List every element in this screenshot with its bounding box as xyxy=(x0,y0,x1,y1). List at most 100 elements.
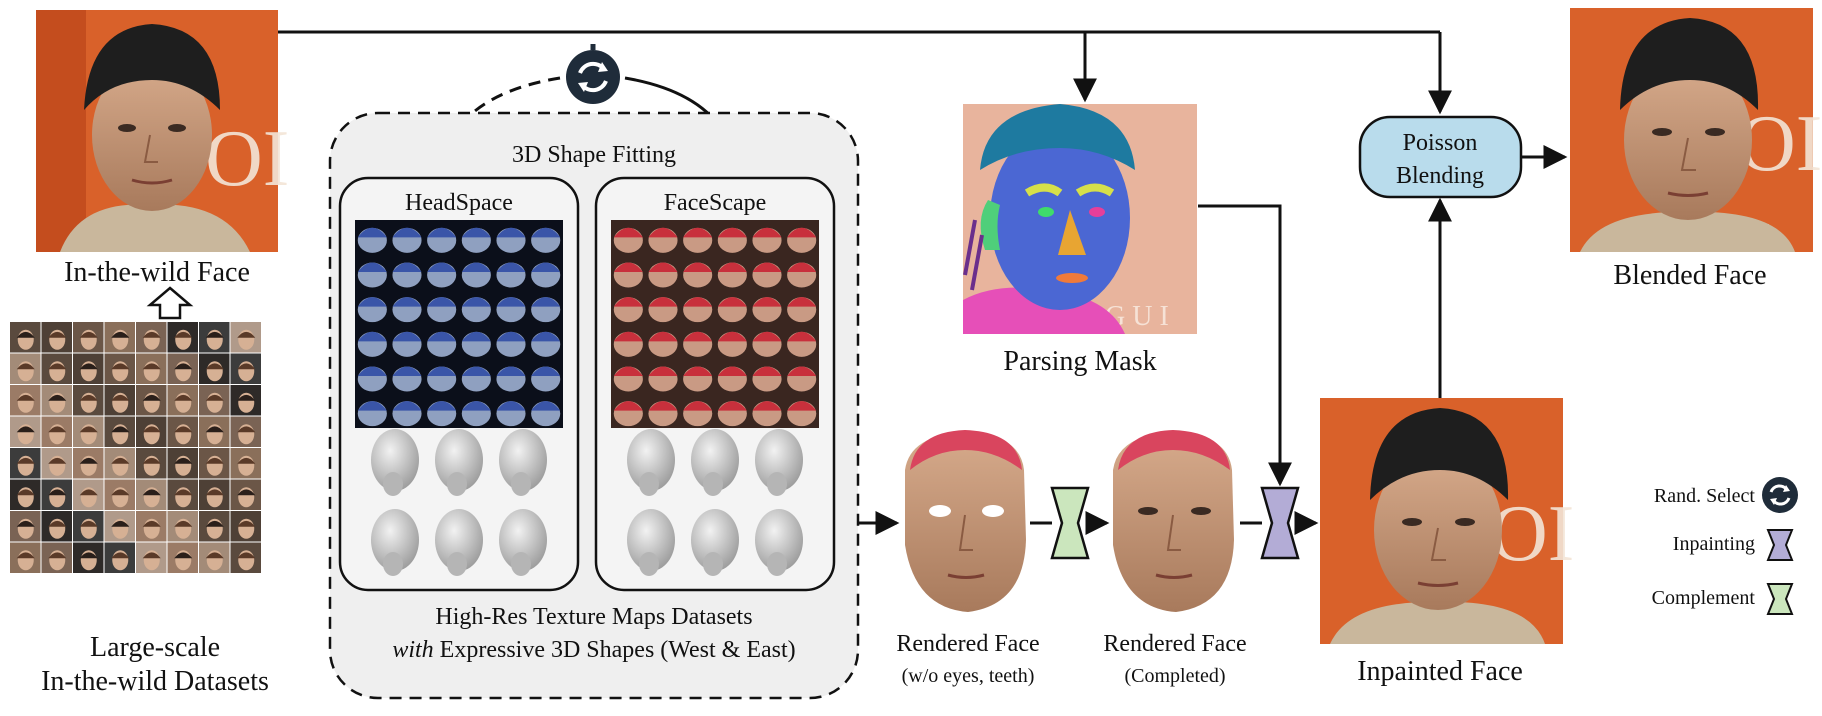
3d-head-render xyxy=(755,429,803,491)
texture-thumb-top xyxy=(613,366,643,376)
texture-thumb-top xyxy=(531,297,561,307)
mosaic-hair xyxy=(16,363,35,370)
rendered-face-completed-sublabel: (Completed) xyxy=(1124,665,1225,687)
texture-thumb-top xyxy=(427,331,457,342)
texture-thumb-top xyxy=(683,331,713,342)
mosaic-hair xyxy=(79,426,98,433)
texture-line2-rest: Expressive 3D Shapes (West & East) xyxy=(434,637,796,663)
texture-thumb-top xyxy=(496,331,526,342)
texture-thumb-top xyxy=(752,401,782,411)
mosaic-hair xyxy=(205,489,224,496)
3d-head-render xyxy=(691,509,739,571)
3d-head-render xyxy=(627,509,675,571)
texture-thumb-top xyxy=(683,366,713,376)
mosaic-hair xyxy=(237,331,256,338)
texture-thumb-top xyxy=(531,331,561,342)
3d-head-neck xyxy=(447,552,467,576)
mosaic-hair xyxy=(142,457,161,464)
texture-thumb-top xyxy=(717,227,747,238)
texture-thumb-top xyxy=(613,331,643,342)
texture-thumb-top xyxy=(787,366,817,376)
texture-grid-bg xyxy=(611,220,819,428)
mosaic-hair xyxy=(48,331,67,338)
mosaic-hair xyxy=(111,331,130,338)
texture-thumb-top xyxy=(683,401,713,411)
texture-thumb-top xyxy=(683,227,713,238)
texture-thumb-top xyxy=(717,331,747,342)
texture-thumb-top xyxy=(357,401,387,411)
3d-head-neck xyxy=(447,472,467,496)
mosaic-hair xyxy=(237,520,256,527)
large-scale-label-line2: In-the-wild Datasets xyxy=(41,666,269,697)
mosaic-hair xyxy=(79,331,98,338)
texture-thumb-top xyxy=(648,331,678,342)
shape-fitting-label: 3D Shape Fitting xyxy=(512,142,676,168)
rand-select-icon xyxy=(566,44,620,104)
mosaic-hair xyxy=(205,552,224,559)
texture-thumb-top xyxy=(461,262,491,272)
facescape-3d-heads xyxy=(627,429,803,576)
mosaic-hair xyxy=(16,520,35,527)
texture-thumb-top xyxy=(683,297,713,307)
mosaic-hair xyxy=(79,457,98,464)
texture-thumb-top xyxy=(461,227,491,238)
texture-thumb-top xyxy=(496,262,526,272)
mosaic-hair xyxy=(48,426,67,433)
texture-thumb-top xyxy=(427,262,457,272)
blended-face-image: OI G U I xyxy=(1570,8,1822,252)
poisson-blending-box[interactable] xyxy=(1358,115,1523,199)
mosaic-hair xyxy=(174,489,193,496)
mosaic-hair xyxy=(111,426,130,433)
mosaic-hair xyxy=(237,426,256,433)
texture-thumb-top xyxy=(717,366,747,376)
3d-head-render xyxy=(435,429,483,491)
texture-thumb-top xyxy=(752,227,782,238)
texture-datasets-label-line1: High-Res Texture Maps Datasets xyxy=(435,604,752,630)
texture-thumb-top xyxy=(357,297,387,307)
legend: Rand. Select Inpainting Complement xyxy=(1652,477,1798,615)
rendered-face-completed-image xyxy=(1113,430,1234,612)
rendered-face-image xyxy=(905,430,1026,612)
mosaic-hair xyxy=(237,363,256,370)
legend-rand-select-icon xyxy=(1762,477,1798,513)
texture-thumb-top xyxy=(461,297,491,307)
texture-thumb-top xyxy=(427,401,457,411)
texture-thumb-top xyxy=(392,366,422,376)
3d-head-neck xyxy=(767,472,787,496)
inpainting-bowtie-icon[interactable] xyxy=(1260,486,1300,560)
mosaic-hair xyxy=(174,552,193,559)
blended-face-label: Blended Face xyxy=(1613,260,1766,291)
mosaic-hair xyxy=(48,394,67,401)
3d-head-render xyxy=(371,509,419,571)
3d-head-render xyxy=(435,509,483,571)
large-scale-dataset-mosaic xyxy=(10,322,261,573)
texture-thumb-top xyxy=(787,401,817,411)
texture-thumb-top xyxy=(752,331,782,342)
texture-thumb-top xyxy=(392,331,422,342)
mosaic-hair xyxy=(237,489,256,496)
large-scale-label-line1: Large-scale xyxy=(90,632,220,663)
headspace-label: HeadSpace xyxy=(405,190,513,216)
mosaic-hair xyxy=(237,552,256,559)
texture-thumb-top xyxy=(717,297,747,307)
3d-head-render xyxy=(371,429,419,491)
texture-grid-bg xyxy=(355,220,563,428)
complement-bowtie-icon[interactable] xyxy=(1050,486,1090,560)
svg-text:OI: OI xyxy=(1490,490,1574,578)
texture-thumb-top xyxy=(531,366,561,376)
3d-head-neck xyxy=(639,552,659,576)
texture-thumb-top xyxy=(531,401,561,411)
rendered-face-sublabel: (w/o eyes, teeth) xyxy=(902,665,1035,687)
mosaic-hair xyxy=(111,552,130,559)
mosaic-hair xyxy=(174,331,193,338)
texture-line2-italic: with xyxy=(392,637,433,663)
mosaic-hair xyxy=(174,363,193,370)
texture-thumb-top xyxy=(392,297,422,307)
poisson-label-line2: Blending xyxy=(1396,163,1484,189)
mosaic-hair xyxy=(142,363,161,370)
mosaic-hair xyxy=(16,457,35,464)
parsing-to-inpaint-arrow xyxy=(1198,204,1292,487)
3d-head-neck xyxy=(639,472,659,496)
mosaic-hair xyxy=(205,394,224,401)
mosaic-hair xyxy=(79,394,98,401)
